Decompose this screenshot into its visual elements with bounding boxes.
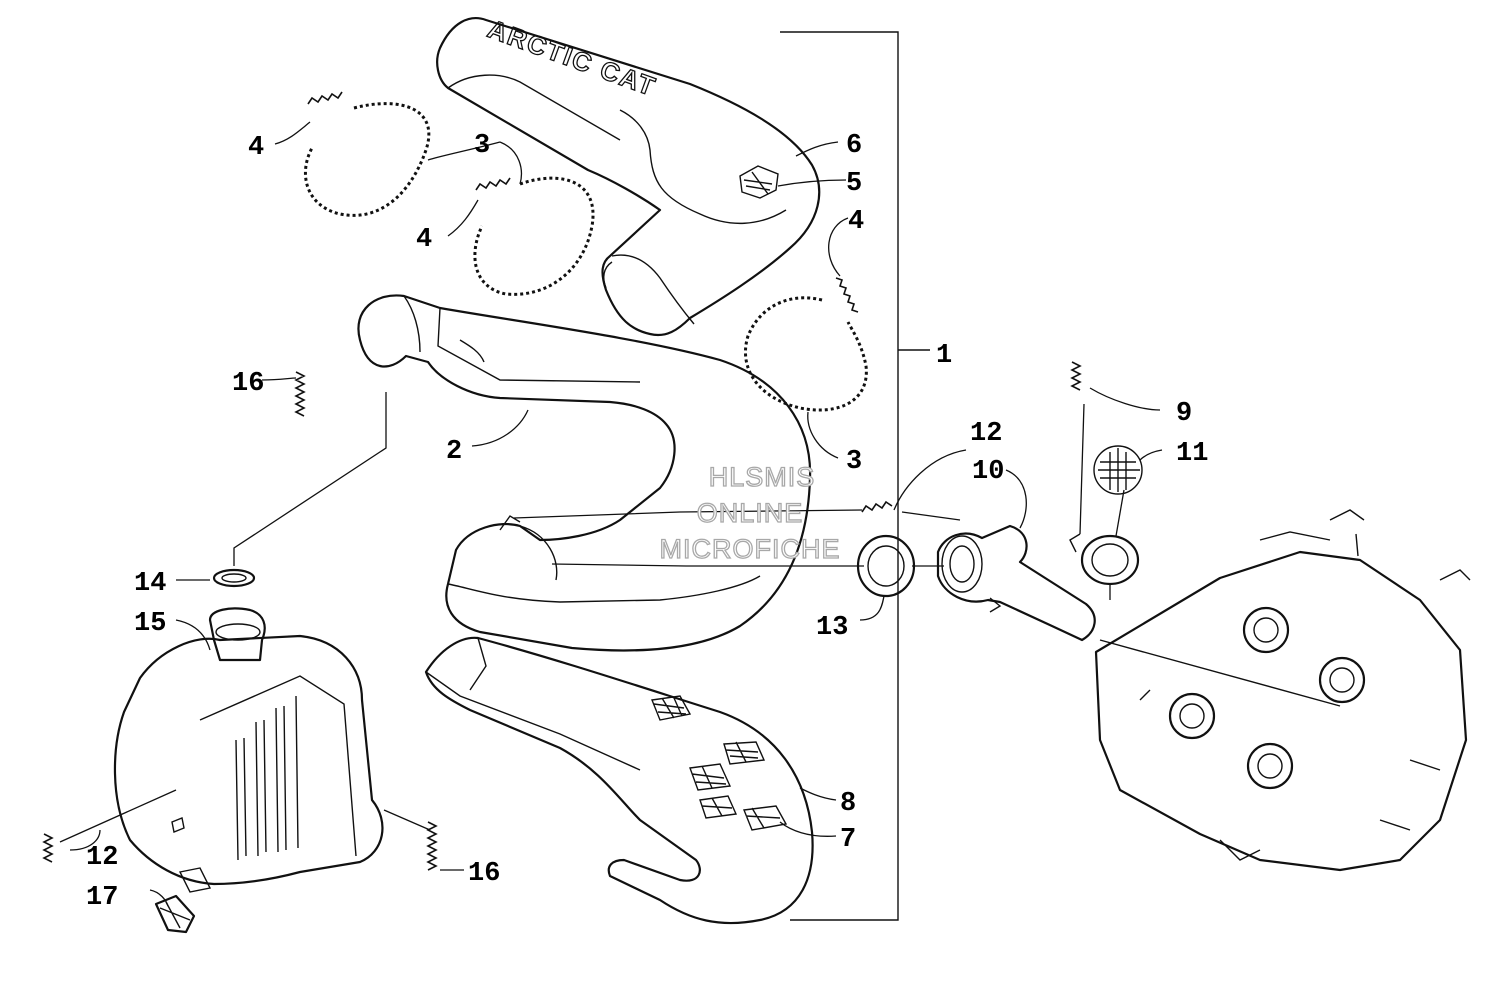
callout-9: 9 [1176, 399, 1192, 429]
ring-14 [212, 568, 256, 588]
callout-4-mid: 4 [416, 225, 432, 255]
chain-retainer-lower [743, 296, 868, 412]
callout-7: 7 [840, 825, 856, 855]
callout-6: 6 [846, 131, 862, 161]
heat-shield-lower [424, 636, 814, 925]
callout-4-right: 4 [848, 207, 864, 237]
callout-10: 10 [972, 457, 1004, 487]
spring-12-left [42, 833, 54, 863]
shield-logo: ARCTIC CAT [484, 13, 661, 102]
spring-16-right [426, 821, 438, 871]
callout-16-lower: 16 [468, 859, 500, 889]
group-bracket [780, 31, 930, 921]
spring-right-upper [835, 277, 859, 313]
callout-3-lower: 3 [846, 447, 862, 477]
callout-14: 14 [134, 569, 166, 599]
muffler [113, 607, 384, 893]
watermark-line-2: ONLINE [697, 498, 804, 528]
decal-icon [739, 165, 779, 199]
decal-pattern-icon [651, 695, 692, 721]
watermark-line-1: HLSMIS [709, 462, 816, 492]
watermark-line-3: MICROFICHE [660, 534, 841, 564]
engine-block [1094, 509, 1471, 872]
chain-retainer-upper [303, 102, 595, 296]
expansion-chamber [357, 294, 812, 652]
heat-shield-top: ARCTIC CAT [436, 13, 821, 337]
callout-1: 1 [936, 341, 952, 371]
callout-8: 8 [840, 789, 856, 819]
callout-17: 17 [86, 883, 118, 913]
callout-4-upper-left: 4 [248, 133, 264, 163]
gasket-11 [1093, 445, 1143, 495]
exhaust-manifold [936, 524, 1096, 642]
callout-16-upper: 16 [232, 369, 264, 399]
callout-12-lower: 12 [86, 843, 118, 873]
spring-9 [1070, 361, 1082, 391]
flange-ring [1069, 533, 1140, 586]
callout-12-upper: 12 [970, 419, 1002, 449]
leader-lines [59, 121, 1163, 907]
callout-3-upper: 3 [474, 131, 490, 161]
spring-mid-left [475, 177, 511, 191]
watermark: HLSMIS ONLINE MICROFICHE [659, 461, 841, 564]
spring-12-mid [861, 500, 893, 513]
callout-11: 11 [1176, 439, 1208, 469]
callout-labels: 1 2 3 3 4 4 4 5 6 7 8 9 10 11 12 12 13 1… [86, 131, 1208, 913]
spring-16-left [294, 371, 306, 417]
callout-2: 2 [446, 437, 462, 467]
sensor-17 [154, 894, 196, 934]
callout-13: 13 [816, 613, 848, 643]
seal-ring-13 [856, 534, 916, 598]
callout-5: 5 [846, 169, 862, 199]
spring-upper-left [307, 91, 343, 105]
callout-15: 15 [134, 609, 166, 639]
